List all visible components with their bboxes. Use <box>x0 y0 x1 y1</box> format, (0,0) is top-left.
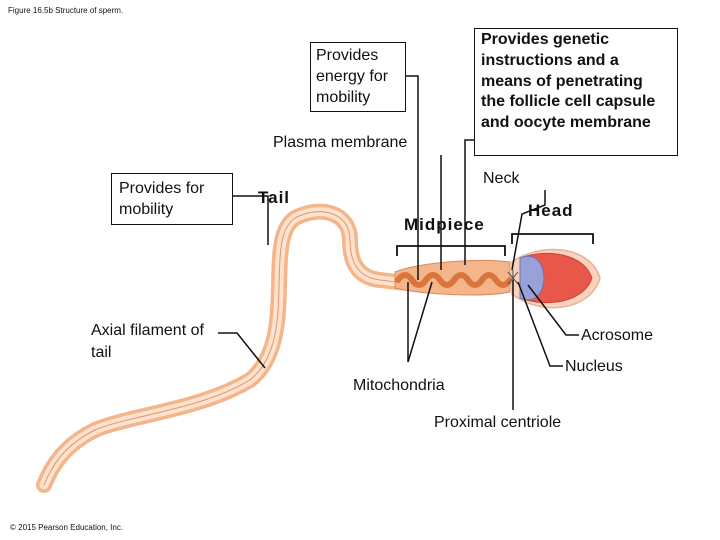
box-energy: Provides energy for mobility <box>310 42 406 112</box>
box-tail-function: Provides for mobility <box>111 173 233 225</box>
acrosome-shape <box>519 255 545 301</box>
label-nucleus: Nucleus <box>565 358 623 375</box>
label-mitochondria: Mitochondria <box>353 377 445 394</box>
copyright: © 2015 Pearson Education, Inc. <box>10 523 124 532</box>
bracket-head <box>511 233 594 244</box>
label-tail: Tail <box>258 188 291 207</box>
bracket-midpiece <box>396 245 506 256</box>
box-genetic: Provides genetic instructions and a mean… <box>474 28 678 156</box>
figure-caption: Figure 16.5b Structure of sperm. <box>8 6 124 15</box>
label-neck: Neck <box>483 170 520 187</box>
leader-energy <box>405 75 419 280</box>
leader-mito-b <box>407 281 433 363</box>
mitochondria-helix <box>395 272 513 288</box>
label-plasma-membrane: Plasma membrane <box>273 134 408 151</box>
label-axial-filament: Axial filament of tail <box>91 322 204 361</box>
leader-axial <box>218 332 266 369</box>
leader-acrosome <box>527 284 579 336</box>
leader-neck <box>511 190 546 271</box>
label-head: Head <box>528 201 574 220</box>
label-proximal-centriole: Proximal centriole <box>434 414 562 431</box>
label-acrosome: Acrosome <box>581 327 654 344</box>
leader-nucleus <box>517 281 563 367</box>
leader-tail <box>232 195 269 245</box>
label-midpiece: Midpiece <box>404 215 485 234</box>
tail-axial-line <box>43 211 501 486</box>
